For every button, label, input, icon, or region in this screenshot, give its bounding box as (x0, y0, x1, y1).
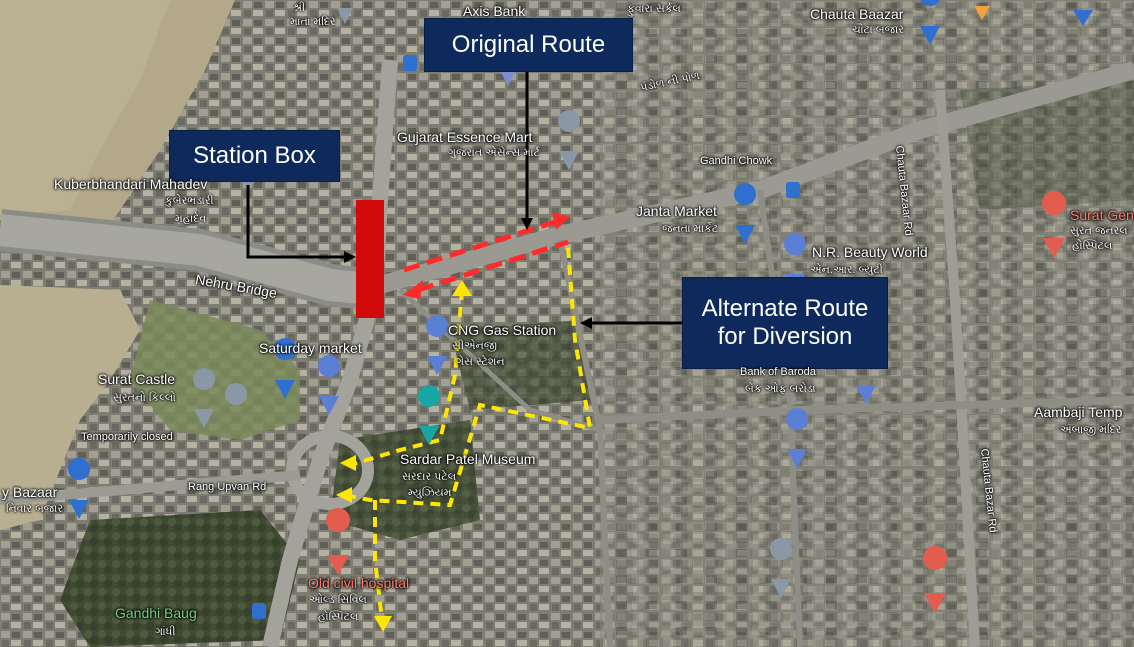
place-label: Janta Market (636, 203, 717, 219)
place-label: મહાદેવ (175, 213, 207, 225)
place-label: સુરતનો કિલ્લો (113, 392, 176, 404)
place-label: Surat Castle (98, 371, 176, 387)
alternate-route-line (344, 247, 593, 621)
place-label: Chauta Baazar (810, 6, 904, 22)
place-label: CNG Gas Station (448, 322, 557, 338)
place-label: Sardar Patel Museum (400, 451, 536, 467)
original-route-callout: Original Route (425, 19, 632, 71)
place-label: સરદાર પટેલ (402, 471, 457, 483)
place-label: સીએનજી (452, 340, 497, 352)
place-label: એન.આર. બ્યુટી (810, 264, 883, 276)
place-label: ગેસ સ્ટેશન (456, 356, 505, 368)
place-label: Surat Gen (1070, 207, 1134, 223)
place-label: શ્રી (293, 2, 306, 14)
place-label: ગાંધી (155, 626, 176, 638)
place-label: હોસ્પિટલ (318, 611, 359, 623)
place-label: Gujarat Essence Mart (397, 129, 533, 145)
original-route-label: Original Route (451, 31, 606, 59)
place-label: Kuberbhandari Mahadev (54, 176, 208, 192)
school-icon (974, 0, 990, 20)
place-label: Aambaji Temp (1034, 404, 1123, 420)
station-box-label: Station Box (193, 142, 316, 170)
place-label: હોસ્પિટલ (1072, 240, 1113, 252)
callout-arrows (246, 72, 683, 329)
place-label: કુબેરભંડારી (165, 195, 214, 207)
place-label: Gandhi Chowk (700, 155, 773, 167)
place-label: જનતા માર્કેટ (662, 223, 719, 235)
place-label: સુરત જનરલ (1070, 225, 1128, 237)
place-label: Old civil hospital (308, 575, 410, 591)
alternate-route-label-line1: Alternate Route (701, 295, 869, 323)
fuel-station-icon (426, 315, 449, 375)
place-label: Gandhi Baug (115, 605, 197, 621)
alternate-route-callout: Alternate Route for Diversion (683, 278, 887, 368)
place-label: મ્યુઝિયમ (408, 487, 452, 499)
place-label: Bank of Baroda (740, 366, 816, 378)
street-label: Rang Upvan Rd (188, 481, 267, 493)
place-label: ઓલ્ડ સિવિલ (309, 594, 367, 606)
original-route-line (403, 212, 570, 299)
place-label: નિવાર બજાર (6, 503, 64, 515)
place-label: બેંક ઓફ બરોડા (745, 383, 816, 395)
place-label: અંબાજી મંદિર (1060, 424, 1122, 436)
place-label: ચૌટા બજાર (852, 24, 904, 36)
place-label: Saturday market (259, 340, 362, 356)
place-label: N.R. Beauty World (812, 244, 928, 260)
place-label: Temporarily closed (81, 431, 173, 443)
place-label: y Bazaar (2, 484, 58, 500)
place-label: માતા મંદિર (290, 16, 336, 28)
station-box-callout: Station Box (170, 131, 339, 181)
place-label: ગુજરાત એસેન્સ માર્ટ (448, 147, 541, 159)
bus-stop-icon (252, 55, 800, 619)
alternate-route-label-line2: for Diversion (717, 323, 853, 350)
station-box-marker (356, 200, 384, 318)
hospital-icon (326, 191, 1067, 613)
shopping-cart-icon (68, 0, 1093, 519)
place-label: ફુવારા સર્કલ (627, 3, 681, 15)
museum-icon (418, 385, 441, 445)
place-label: Axis Bank (463, 3, 526, 19)
